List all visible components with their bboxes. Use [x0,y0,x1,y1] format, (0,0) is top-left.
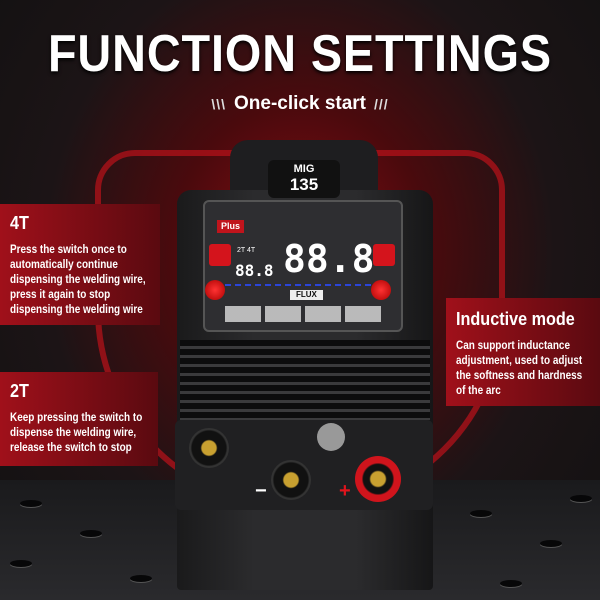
label-2t: 2T [237,247,246,254]
torch-connector[interactable] [189,428,229,468]
plus-badge: Plus [217,220,245,233]
model-number: 135 [289,175,319,194]
vent-grill [180,340,430,420]
current-knob[interactable] [371,280,391,300]
plus-label: + [339,480,351,502]
feature-title: 4T [10,213,29,233]
feature-title: Inductive mode [456,309,575,329]
page-title: FUNCTION SETTINGS [47,25,553,83]
main-display: 88.8 [283,237,375,281]
wire-feed-icon [373,244,395,266]
feature-4t: 4T Press the switch once to automaticall… [0,204,160,325]
control-panel: Plus 88.8 88.8 2T 4T FLUX [203,200,403,332]
subtitle: \\\ One-click start /// [0,92,600,116]
gas-connector[interactable] [317,423,345,451]
positive-connector[interactable] [355,456,401,502]
chevrons-right-icon: /// [374,96,389,112]
socket-panel: − + [175,420,433,510]
feature-title: 2T [10,381,29,401]
flux-label: FLUX [290,290,323,300]
model-line: MIG [293,163,315,175]
inductance-scale [225,284,381,286]
process-selector-icons[interactable] [225,306,381,322]
feature-description: Can support inductance adjustment, used … [456,338,583,397]
voltage-knob[interactable] [205,280,225,300]
feature-description: Press the switch once to automatically c… [10,242,146,316]
subtitle-text: One-click start [234,93,366,114]
feature-2t: 2T Keep pressing the switch to dispense … [0,372,158,466]
wire-spool-icon [209,244,231,266]
label-4t: 4T [247,247,256,254]
negative-connector[interactable] [271,460,311,500]
minus-label: − [255,480,267,502]
voltage-display: 88.8 [235,261,274,280]
feature-description: Keep pressing the switch to dispense the… [10,410,143,454]
model-badge: MIG 135 [268,160,340,198]
feature-inductive-mode: Inductive mode Can support inductance ad… [446,298,600,406]
chevrons-left-icon: \\\ [211,96,226,112]
